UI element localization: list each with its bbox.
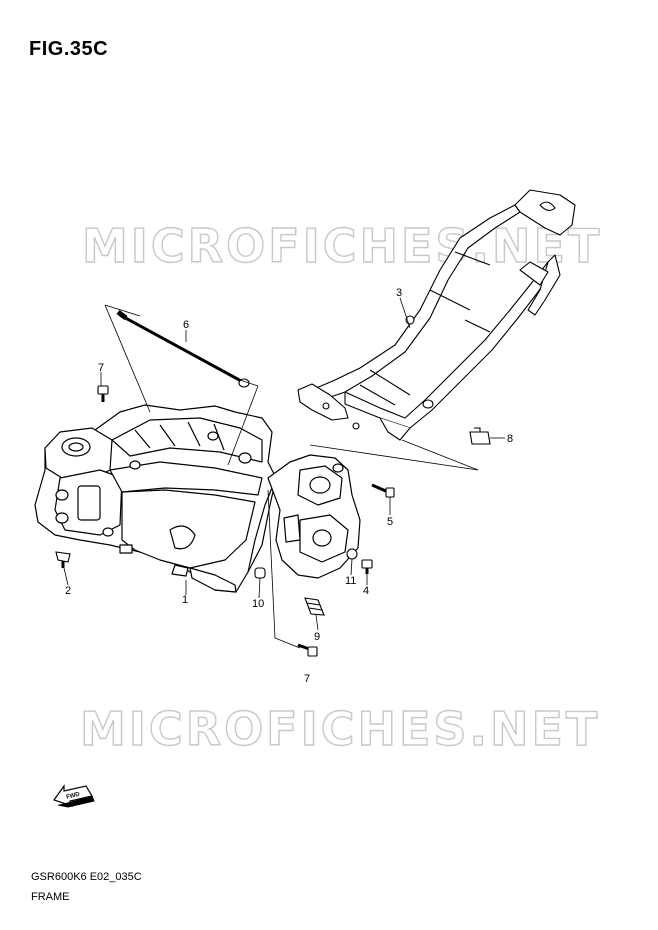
callout-6: 6 — [183, 319, 189, 331]
callout-1: 1 — [182, 594, 188, 606]
fwd-arrow-icon: FWD — [53, 784, 95, 808]
callout-3: 3 — [396, 287, 402, 299]
callout-2: 2 — [65, 585, 71, 597]
callout-5: 5 — [387, 516, 393, 528]
bolt-5 — [371, 483, 395, 498]
figure-title: FIG.35C — [29, 38, 109, 60]
callout-10: 10 — [252, 598, 264, 610]
callout-11: 11 — [345, 575, 356, 587]
collar-10 — [254, 567, 266, 579]
watermark-bottom: MICROFICHES.NET — [80, 702, 600, 756]
callout-4: 4 — [363, 585, 369, 597]
callout-7-upper: 7 — [98, 362, 104, 374]
bolt-4 — [361, 559, 373, 574]
figure-code: GSR600K6 E02_035C — [31, 871, 142, 883]
callout-7-lower: 7 — [304, 673, 310, 685]
pivot-bracket — [267, 454, 361, 579]
rear-subframe — [297, 189, 576, 441]
nut-11 — [346, 548, 358, 560]
pivot-shaft — [119, 313, 244, 384]
leader-lines — [63, 297, 505, 649]
bolt-7-lower — [297, 643, 318, 657]
callout-8: 8 — [507, 433, 513, 445]
hardware-parts — [55, 310, 491, 657]
figure-name: FRAME — [31, 891, 70, 903]
pin-2 — [55, 551, 71, 568]
watermark-top: MICROFICHES.NET — [82, 219, 602, 273]
callouts: 1 2 3 4 5 6 7 7 8 9 10 11 — [65, 287, 513, 685]
adjuster-9 — [304, 597, 325, 616]
fwd-label: FWD — [66, 792, 81, 801]
bolt-7-upper — [97, 385, 109, 402]
clip-8 — [469, 427, 491, 445]
main-frame — [34, 404, 277, 593]
callout-9: 9 — [314, 631, 320, 643]
